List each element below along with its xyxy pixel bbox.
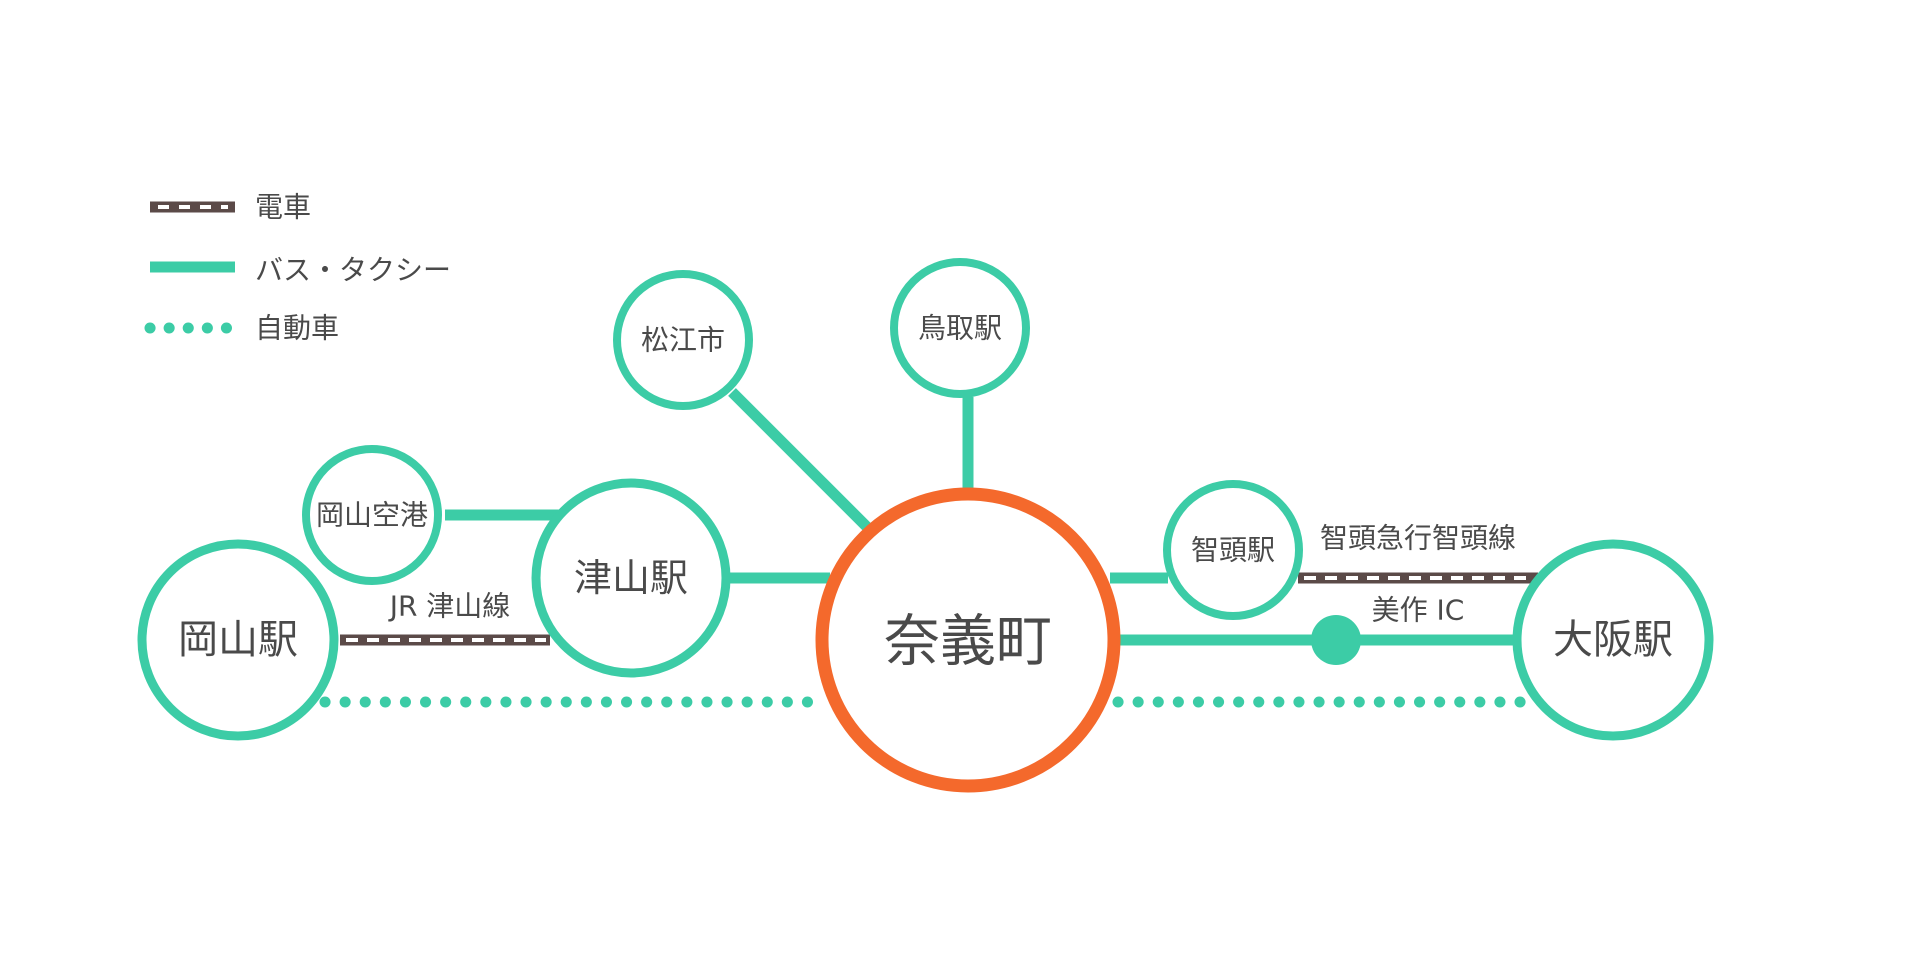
node-tottori-station: 鳥取駅 bbox=[890, 258, 1030, 398]
legend-bus: バス・タクシー bbox=[150, 254, 451, 287]
node-osaka-station: 大阪駅 bbox=[1512, 539, 1714, 741]
route-labels: JR 津山線 智頭急行智頭線 美作 IC bbox=[388, 522, 1516, 627]
legend-train-label: 電車 bbox=[255, 191, 311, 224]
node-tottori-station-label: 鳥取駅 bbox=[918, 312, 1002, 345]
node-tsuyama-station-circle bbox=[531, 478, 731, 678]
node-okayama-station: 岡山駅 bbox=[137, 539, 339, 741]
connections bbox=[319, 388, 1546, 708]
node-hub-circle bbox=[815, 487, 1121, 793]
node-matsue-city-circle bbox=[613, 270, 753, 410]
node-osaka-station-label: 大阪駅 bbox=[1553, 617, 1673, 663]
node-tsuyama-station-label: 津山駅 bbox=[574, 556, 688, 600]
node-okayama-airport: 岡山空港 bbox=[302, 445, 442, 585]
node-hub-label: 奈義町 bbox=[884, 610, 1052, 675]
node-tsuyama-station: 津山駅 bbox=[531, 478, 731, 678]
route-label-chizu-express: 智頭急行智頭線 bbox=[1320, 522, 1516, 555]
legend-car: 自動車 bbox=[144, 312, 339, 345]
legend-bus-label: バス・タクシー bbox=[255, 254, 451, 287]
legend: 電車 バス・タクシー 自動車 bbox=[144, 191, 451, 345]
node-chizu-station: 智頭駅 bbox=[1163, 480, 1303, 620]
node-tottori-station-circle bbox=[890, 258, 1030, 398]
node-okayama-station-circle bbox=[137, 539, 339, 741]
node-osaka-station-circle bbox=[1512, 539, 1714, 741]
node-matsue-city: 松江市 bbox=[613, 270, 753, 410]
node-chizu-station-label: 智頭駅 bbox=[1191, 534, 1275, 567]
route-label-jr-tsuyama-line: JR 津山線 bbox=[388, 590, 511, 623]
legend-car-label: 自動車 bbox=[255, 312, 339, 345]
node-okayama-airport-label: 岡山空港 bbox=[316, 499, 428, 532]
node-okayama-station-label: 岡山駅 bbox=[178, 617, 298, 663]
node-chizu-station-circle bbox=[1163, 480, 1303, 620]
bus-line-matsue-hub bbox=[728, 388, 874, 534]
route-label-mimasaka-ic: 美作 IC bbox=[1372, 594, 1465, 627]
node-nagi-town-hub: 奈義町 bbox=[815, 487, 1121, 793]
mimasaka-ic-marker bbox=[1311, 615, 1361, 665]
node-matsue-city-label: 松江市 bbox=[641, 324, 725, 357]
nodes: 岡山駅 岡山空港 津山駅 松江市 鳥取駅 奈義町 智頭駅 大阪駅 bbox=[137, 258, 1714, 793]
node-okayama-airport-circle bbox=[302, 445, 442, 585]
legend-train: 電車 bbox=[150, 191, 311, 224]
